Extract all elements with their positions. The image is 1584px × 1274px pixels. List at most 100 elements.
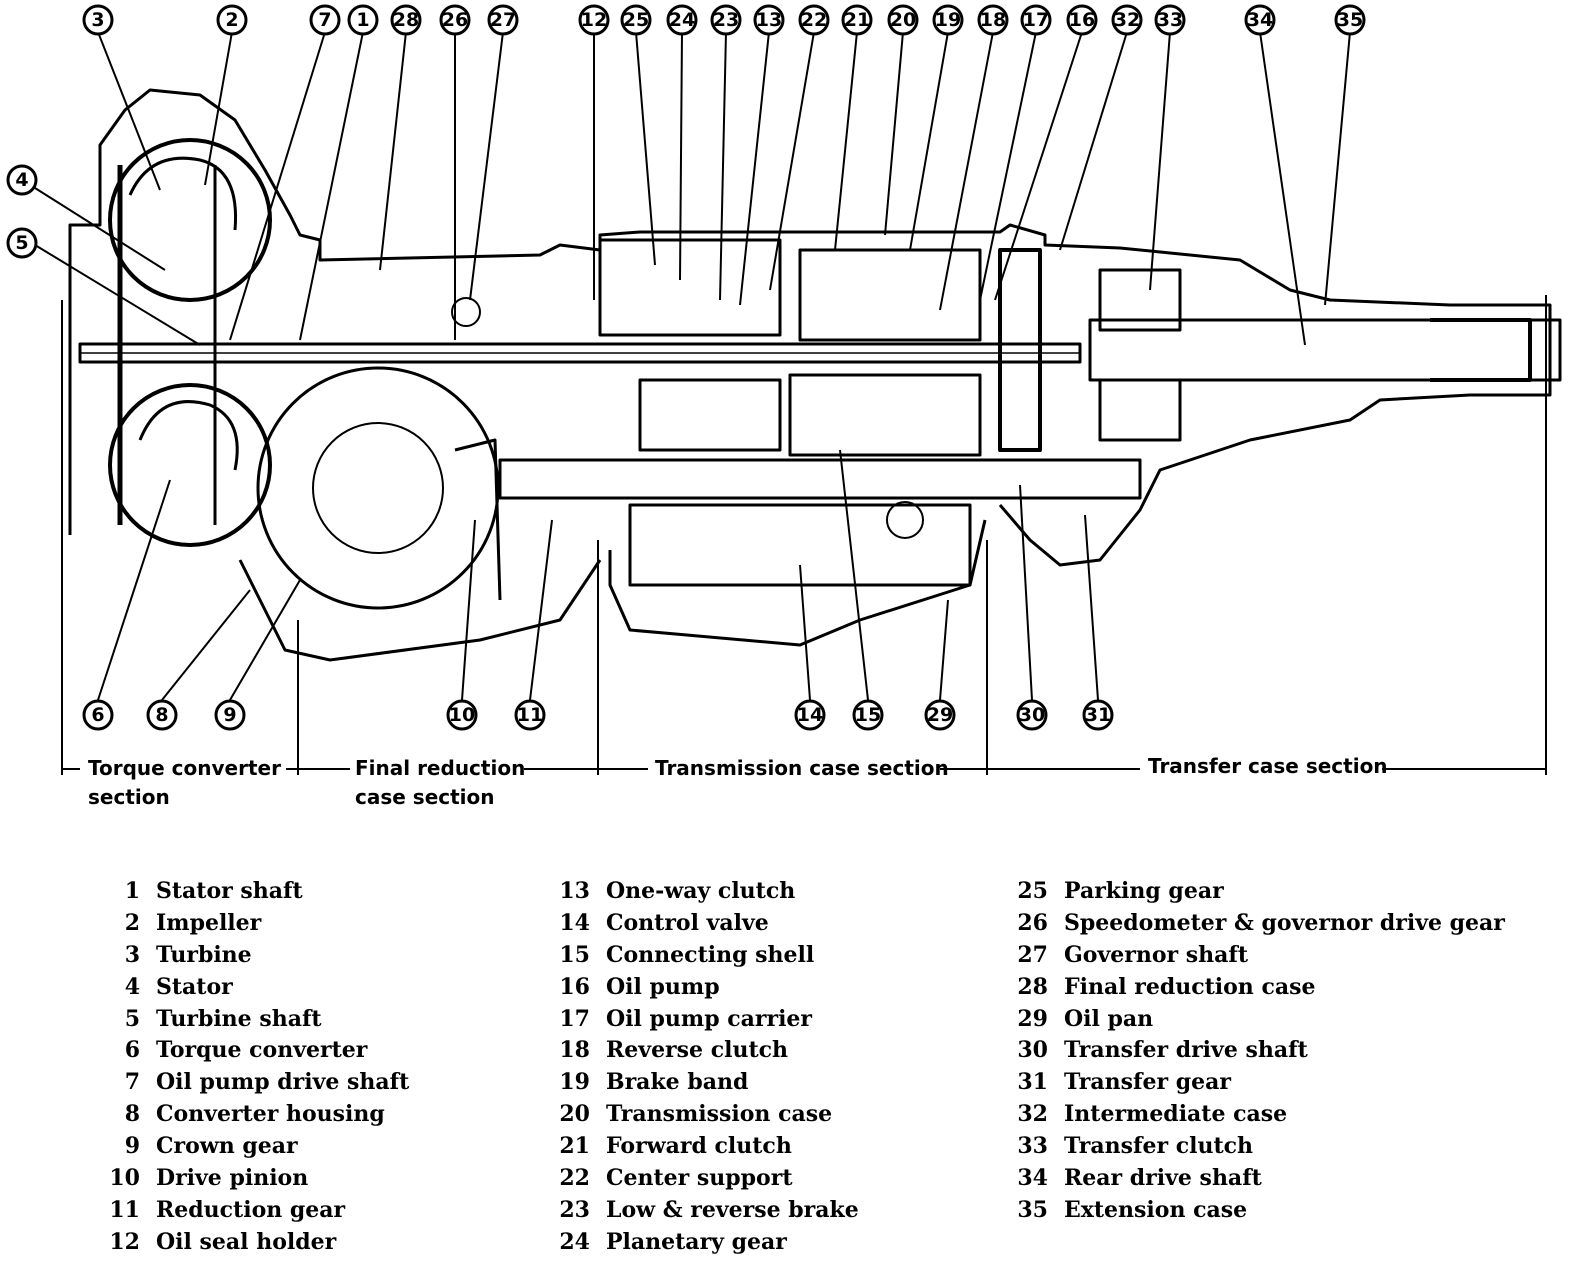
callout-circle xyxy=(1111,4,1143,36)
legend-label: Control valve xyxy=(606,909,769,936)
legend-number: 32 xyxy=(1017,1101,1048,1128)
legend-label: Intermediate case xyxy=(1064,1101,1288,1128)
legend-label: Transfer gear xyxy=(1064,1069,1231,1096)
legend-number: 26 xyxy=(1017,909,1048,936)
legend-label: Converter housing xyxy=(156,1101,385,1128)
callout-circle xyxy=(146,699,178,731)
callout-circle xyxy=(620,4,652,36)
callout-circle xyxy=(1334,4,1366,36)
legend-number: 7 xyxy=(124,1069,140,1096)
legend-number: 12 xyxy=(109,1228,140,1255)
legend-label: Oil pump xyxy=(606,973,720,1000)
callout-31: 31 xyxy=(1085,704,1111,726)
callout-35: 35 xyxy=(1337,9,1363,31)
callout-28: 28 xyxy=(393,9,419,31)
callout-8: 8 xyxy=(155,704,168,726)
callout-1: 1 xyxy=(356,9,369,31)
callout-22: 22 xyxy=(801,9,827,31)
callout-circle xyxy=(309,4,341,36)
callout-circle xyxy=(1066,4,1098,36)
legend-label: Brake band xyxy=(606,1069,749,1096)
callout-circle xyxy=(1244,4,1276,36)
legend-number: 9 xyxy=(124,1133,140,1160)
legend-number: 4 xyxy=(124,973,140,1000)
callout-circle xyxy=(841,4,873,36)
section-final-reduction: Final reduction xyxy=(355,756,525,780)
callout-7: 7 xyxy=(318,9,331,31)
legend-number: 34 xyxy=(1017,1165,1048,1192)
callout-circle xyxy=(578,4,610,36)
legend-number: 25 xyxy=(1017,878,1048,904)
legend-number: 3 xyxy=(124,941,140,968)
legend-number: 23 xyxy=(559,1196,590,1223)
legend-number: 6 xyxy=(124,1037,140,1064)
callout-circle xyxy=(214,699,246,731)
callout-circle xyxy=(1020,4,1052,36)
legend-item: 9 Crown gear xyxy=(100,1133,409,1165)
legend-label: Rear drive shaft xyxy=(1064,1165,1262,1192)
callout-circle xyxy=(6,164,38,196)
callout-circle xyxy=(6,227,38,259)
legend-number: 22 xyxy=(559,1165,590,1192)
legend-label: Transfer clutch xyxy=(1064,1133,1254,1160)
callout-10: 10 xyxy=(449,704,475,726)
callout-circle xyxy=(977,4,1009,36)
callout-3: 3 xyxy=(91,9,104,31)
legend-label: Stator shaft xyxy=(156,878,303,904)
callout-13: 13 xyxy=(756,9,782,31)
section-labels: Torque converter section Final reduction… xyxy=(88,754,1388,809)
legend-label: Drive pinion xyxy=(156,1165,309,1192)
legend-number: 11 xyxy=(109,1196,140,1223)
legend-number: 28 xyxy=(1017,973,1048,1000)
legend-label: Oil pan xyxy=(1064,1005,1154,1032)
callout-24: 24 xyxy=(669,9,695,31)
legend-label: Oil pump carrier xyxy=(606,1005,813,1032)
legend-item: 22 Center support xyxy=(550,1165,859,1197)
legend-number: 17 xyxy=(559,1005,590,1032)
legend-label: Crown gear xyxy=(156,1133,298,1160)
legend-label: Turbine shaft xyxy=(156,1005,322,1032)
legend-number: 18 xyxy=(559,1037,590,1064)
callout-17: 17 xyxy=(1023,9,1049,31)
legend-label: Low & reverse brake xyxy=(606,1196,859,1223)
callout-circle xyxy=(347,4,379,36)
legend-label: Transfer drive shaft xyxy=(1064,1037,1308,1064)
legend-number: 13 xyxy=(559,878,590,904)
legend-label: Forward clutch xyxy=(606,1133,792,1160)
callout-5: 5 xyxy=(15,232,28,254)
legend-item: 34 Rear drive shaft xyxy=(1008,1165,1505,1197)
legend-number: 27 xyxy=(1017,941,1048,968)
callout-circle xyxy=(514,699,546,731)
legend-label: Center support xyxy=(606,1165,793,1192)
callout-21: 21 xyxy=(844,9,870,31)
section-final-reduction-line2: case section xyxy=(355,785,495,809)
legend-label: Oil pump drive shaft xyxy=(156,1069,410,1096)
callout-11: 11 xyxy=(517,704,543,726)
callout-29: 29 xyxy=(927,704,953,726)
callout-circle xyxy=(710,4,742,36)
transmission-cross-section-diagram: 3 2 7 1 28 26 27 12 25 24 23 13 22 21 20… xyxy=(6,4,1562,809)
legend-number: 19 xyxy=(559,1069,590,1096)
callout-19: 19 xyxy=(935,9,961,31)
callout-circle xyxy=(798,4,830,36)
leader-lines xyxy=(34,31,1351,701)
callout-4: 4 xyxy=(15,169,28,191)
legend-number: 5 xyxy=(124,1005,140,1032)
legend-label: Transmission case xyxy=(606,1101,833,1128)
